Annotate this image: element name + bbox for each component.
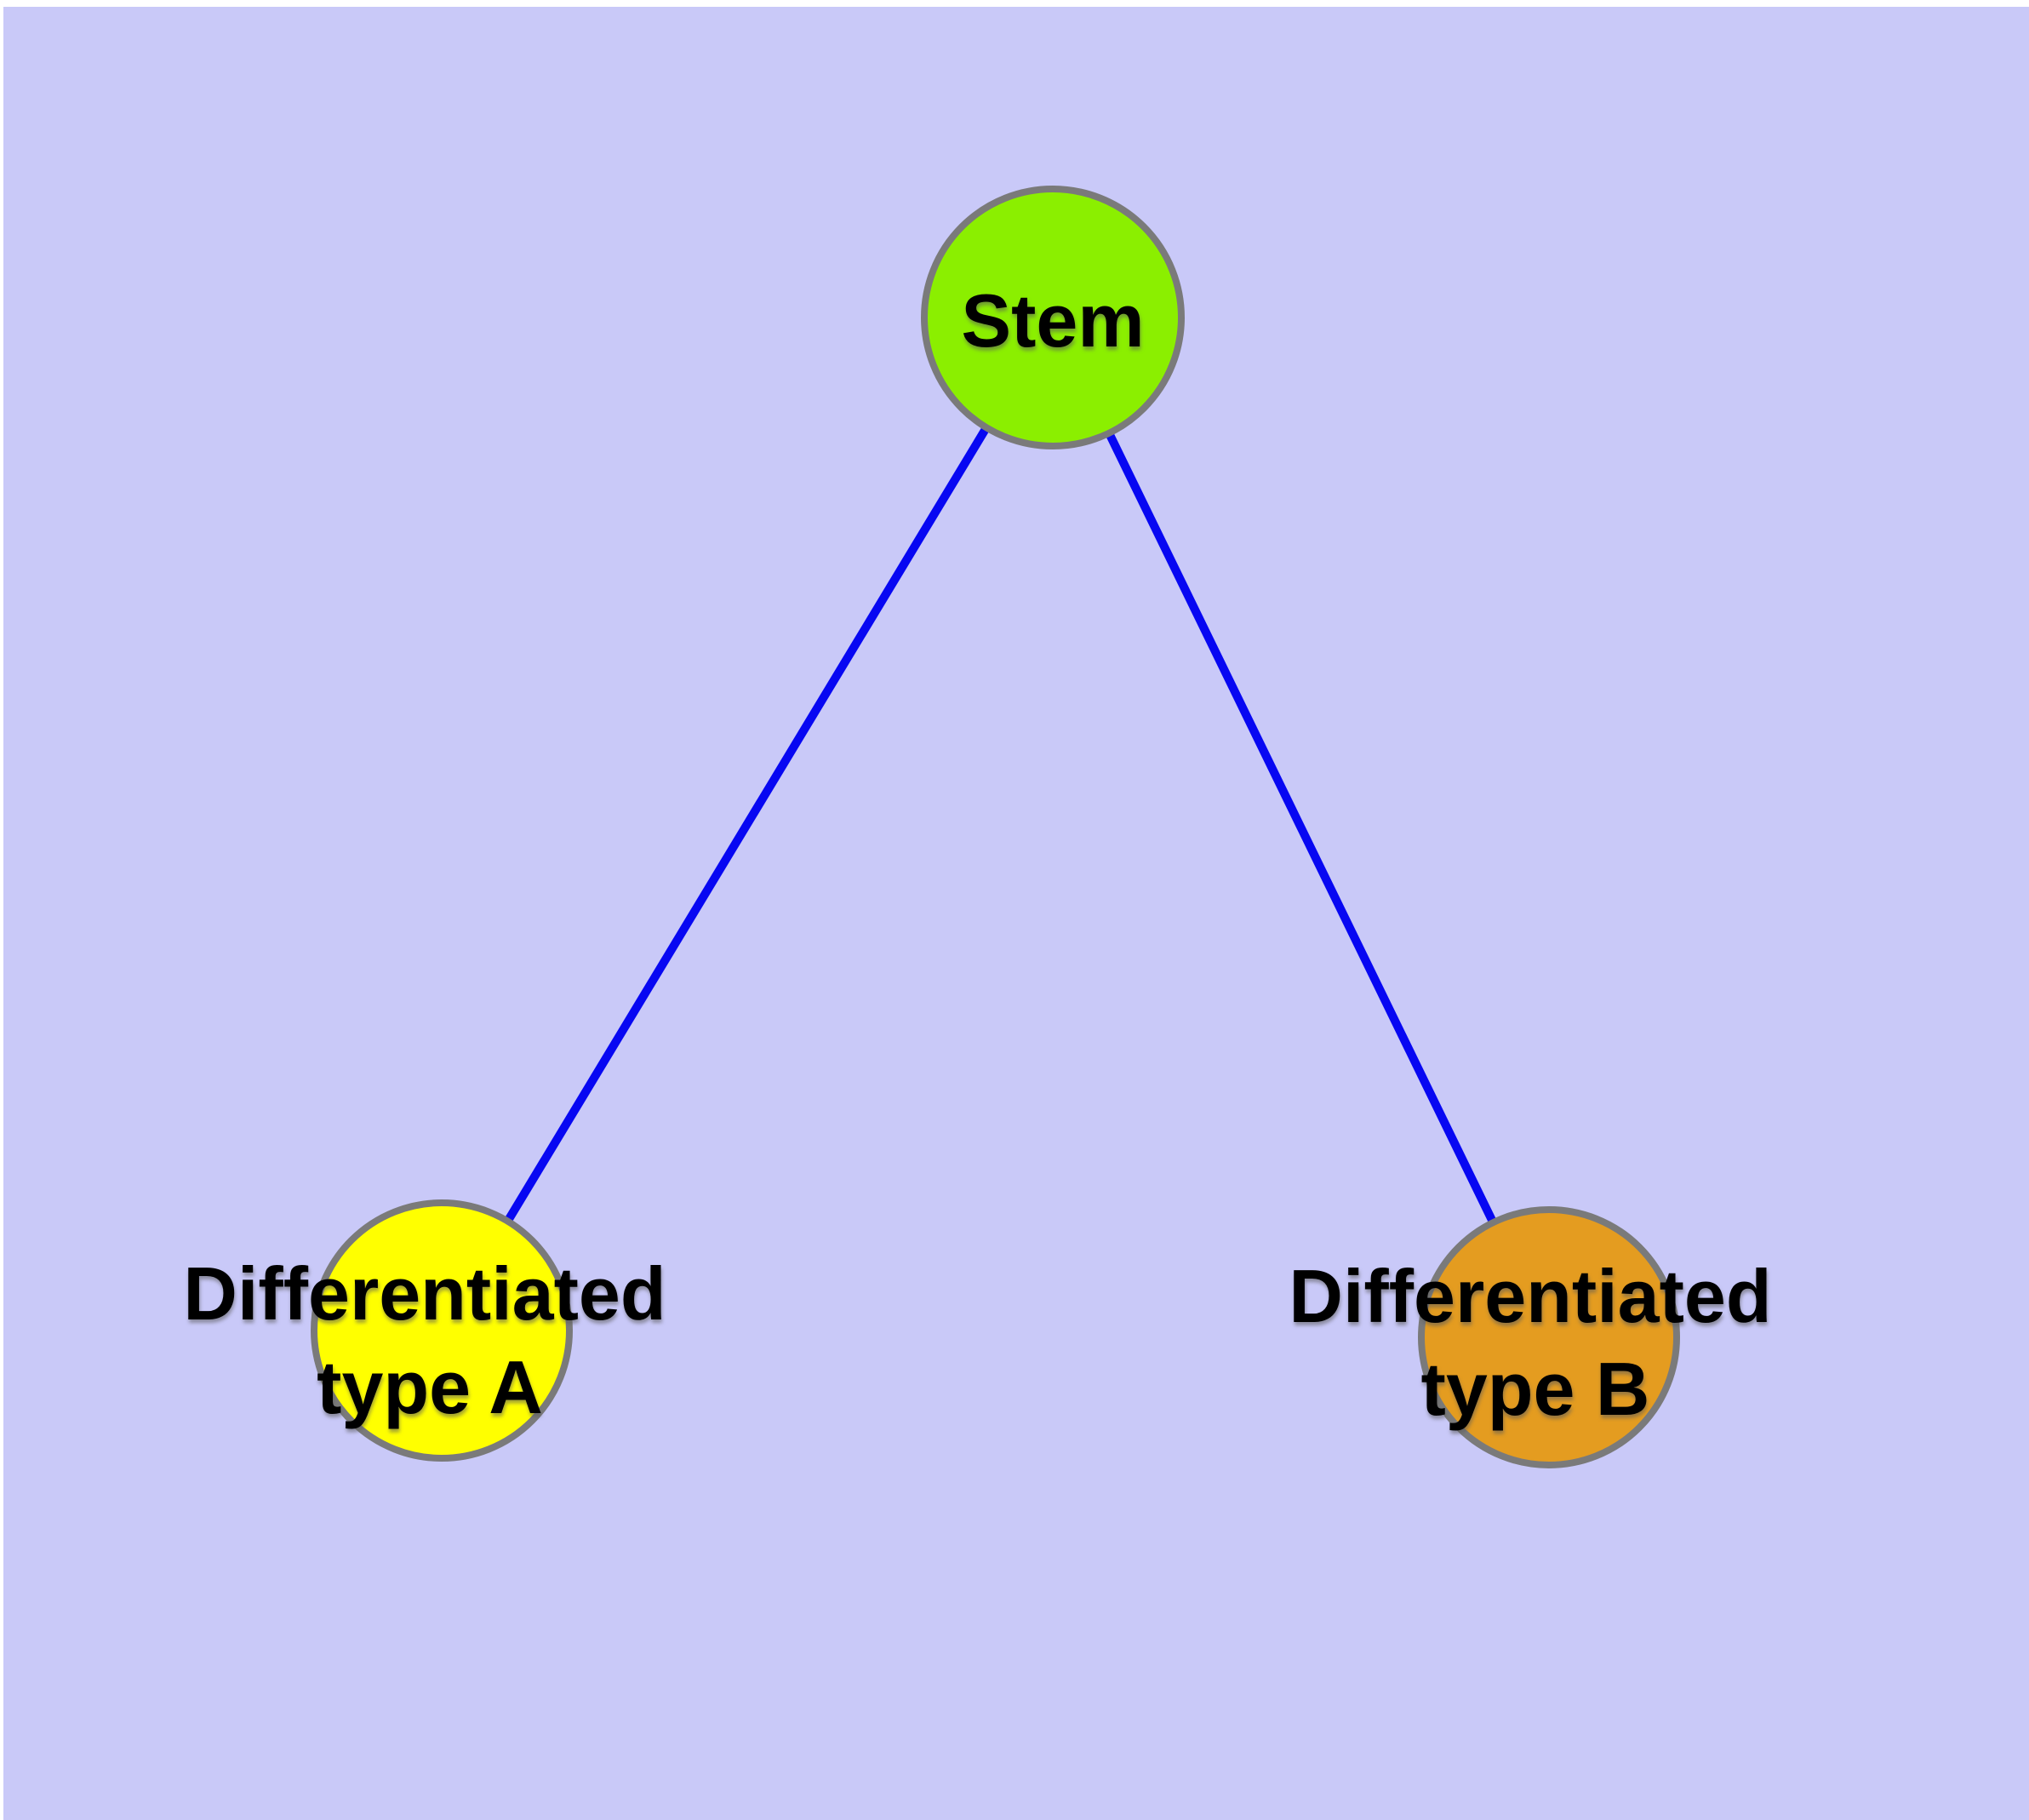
node-group [311,186,1680,1468]
node-type-b-label-line1: Differentiated [1289,1254,1771,1338]
edge-group [437,315,1553,1340]
node-type-b-circle [1418,1206,1680,1468]
node-type-a-label-line2: type A [317,1345,543,1429]
node-stem-label: Stem [961,278,1144,363]
label-group: Stem Differentiated type A Differentiate… [183,278,1771,1431]
node-type-a-label-line1: Differentiated [183,1251,666,1336]
edge-stem-to-type-b [1049,315,1553,1340]
edge-stem-to-type-a [437,315,1057,1333]
node-stem-circle [921,186,1185,449]
node-type-a-circle [311,1199,573,1462]
node-type-b-label-line2: type B [1421,1347,1650,1431]
